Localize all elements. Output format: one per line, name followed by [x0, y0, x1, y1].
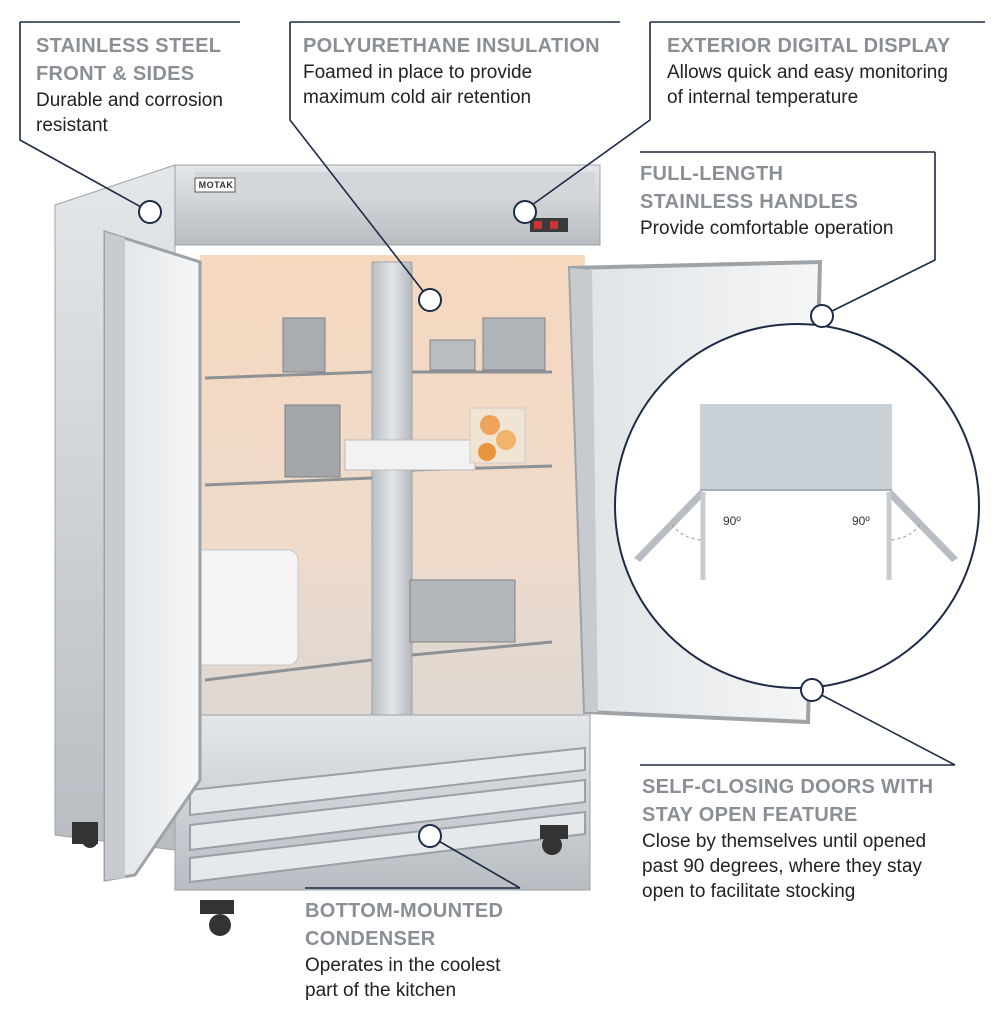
callout-description: past 90 degrees, where they stay — [642, 856, 922, 877]
callout-description: open to facilitate stocking — [642, 881, 856, 902]
callout-stainless-steel: STAINLESS STEEL FRONT & SIDES Durable an… — [36, 32, 276, 138]
callout-description: of internal temperature — [667, 87, 859, 108]
callout-description: Foamed in place to provide — [303, 62, 533, 83]
callout-title: BOTTOM-MOUNTED — [305, 900, 504, 922]
callout-description: resistant — [36, 115, 108, 136]
callout-title: CONDENSER — [305, 928, 436, 950]
callout-description: maximum cold air retention — [303, 87, 532, 108]
callout-description: Durable and corrosion — [36, 90, 223, 111]
angle-label-left: 90º — [723, 514, 741, 528]
callout-polyurethane-insulation: POLYURETHANE INSULATION Foamed in place … — [303, 32, 633, 110]
callout-digital-display: EXTERIOR DIGITAL DISPLAY Allows quick an… — [667, 32, 997, 110]
callout-title: FULL-LENGTH — [640, 163, 784, 185]
leader-lines — [19, 21, 985, 889]
callout-title: EXTERIOR DIGITAL DISPLAY — [667, 35, 951, 57]
callout-self-closing-doors: SELF-CLOSING DOORS WITH STAY OPEN FEATUR… — [642, 773, 992, 904]
callout-title: POLYURETHANE INSULATION — [303, 35, 600, 57]
callout-description: Close by themselves until opened — [642, 831, 927, 852]
callout-description: Provide comfortable operation — [640, 218, 894, 239]
brand-logo: MOTAK — [198, 180, 234, 190]
callout-bottom-condenser: BOTTOM-MOUNTED CONDENSER Operates in the… — [305, 897, 565, 1003]
callout-title: STAY OPEN FEATURE — [642, 804, 858, 826]
left-door — [103, 229, 202, 882]
callout-title: STAINLESS HANDLES — [640, 191, 859, 213]
callout-markers — [138, 200, 834, 848]
door-diagram — [614, 323, 980, 689]
callout-stainless-handles: FULL-LENGTH STAINLESS HANDLES Provide co… — [640, 160, 950, 241]
angle-label-right: 90º — [852, 514, 870, 528]
callout-title: SELF-CLOSING DOORS WITH — [642, 776, 934, 798]
callout-description: Operates in the coolest — [305, 955, 501, 976]
callout-title: FRONT & SIDES — [36, 63, 195, 85]
callout-title: STAINLESS STEEL — [36, 35, 222, 57]
callout-description: Allows quick and easy monitoring — [667, 62, 948, 83]
callout-description: part of the kitchen — [305, 980, 457, 1001]
